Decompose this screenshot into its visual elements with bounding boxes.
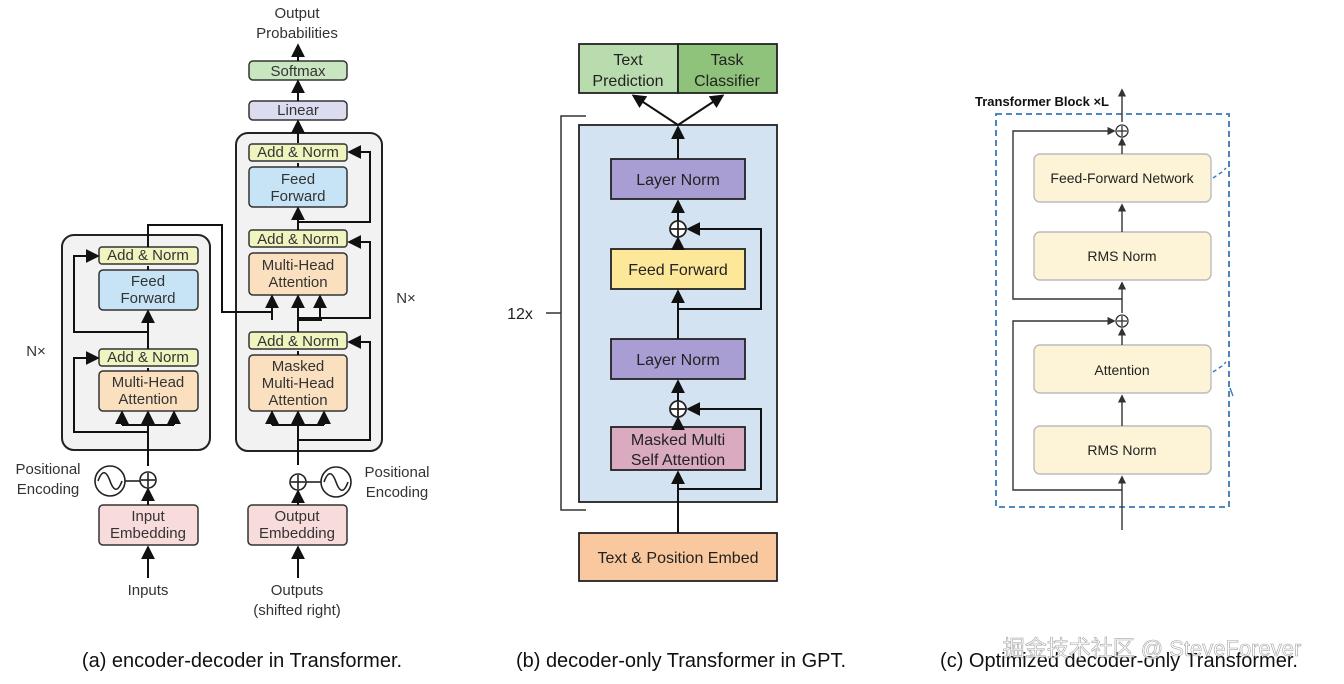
layer-norm-bot-box — [610, 338, 746, 380]
feed-forward-box — [610, 248, 746, 290]
inputs-label: Inputs — [128, 582, 169, 599]
dec-nx-label: N× — [396, 290, 416, 307]
rms-top-label: RMS Norm — [1087, 248, 1156, 264]
enc-feed-forward-label-1: Feed — [131, 273, 165, 290]
enc-add-norm-bot-label: Add & Norm — [107, 349, 189, 366]
panel-b: Text Prediction Task Classifier 12x Laye… — [507, 43, 846, 672]
rms-bot-label: RMS Norm — [1087, 442, 1156, 458]
pos-enc-left-2: Encoding — [17, 481, 80, 498]
feed-forward-label: Feed Forward — [628, 262, 728, 279]
pos-enc-left-1: Positional — [15, 461, 80, 478]
input-embedding-label-1: Input — [131, 508, 165, 525]
pos-enc-right-2: Encoding — [366, 484, 429, 501]
repeat-label: 12x — [507, 306, 533, 323]
text-prediction-label-2: Prediction — [592, 73, 663, 90]
enc-add-norm-top-label: Add & Norm — [107, 247, 189, 264]
enc-mha-label-2: Attention — [118, 391, 177, 408]
embed-label: Text & Position Embed — [598, 550, 759, 567]
caption-c: (c) Optimized decoder-only Transformer. — [940, 650, 1298, 672]
input-embedding-label-2: Embedding — [110, 525, 186, 542]
dec-feed-forward-label-2: Forward — [270, 188, 325, 205]
panel-a: Output Probabilities Softmax Linear Add … — [15, 5, 429, 672]
dec-add-norm-top-label: Add & Norm — [257, 144, 339, 161]
enc-mha-label-1: Multi-Head — [112, 374, 185, 391]
masked-attn-label-1: Masked Multi — [631, 432, 725, 449]
dec-add-norm-bot-label: Add & Norm — [257, 333, 339, 350]
ffn-label: Feed-Forward Network — [1050, 170, 1194, 186]
layer-norm-bot-label: Layer Norm — [636, 352, 720, 369]
enc-nx-label: N× — [26, 343, 46, 360]
panel-c: Transformer Block ×L Feed-Forward Networ… — [940, 88, 1302, 672]
masked-self-attention-box — [610, 426, 746, 471]
linear-label: Linear — [277, 102, 319, 119]
encoder-stack — [61, 234, 211, 451]
pos-enc-right-1: Positional — [364, 464, 429, 481]
output-embedding-label-1: Output — [274, 508, 320, 525]
layer-norm-top-label: Layer Norm — [636, 172, 720, 189]
transformer-block-title: Transformer Block ×L — [975, 94, 1109, 109]
outputs-label-1: Outputs — [271, 582, 324, 599]
caption-b: (b) decoder-only Transformer in GPT. — [516, 650, 846, 672]
task-classifier-label-2: Classifier — [694, 73, 760, 90]
softmax-label: Softmax — [270, 63, 326, 80]
dec-mha-label-2: Attention — [268, 274, 327, 291]
enc-feed-forward-label-2: Forward — [120, 290, 175, 307]
dec-mha-label-1: Multi-Head — [262, 257, 335, 274]
task-classifier-box — [677, 43, 778, 94]
text-prediction-box — [578, 43, 679, 94]
dec-masked-label-1: Masked — [272, 358, 325, 375]
dec-masked-label-3: Attention — [268, 392, 327, 409]
masked-attn-label-2: Self Attention — [631, 452, 725, 469]
dec-feed-forward-label-1: Feed — [281, 171, 315, 188]
output-probabilities-label-2: Probabilities — [256, 25, 338, 42]
dec-add-norm-top-box — [248, 143, 348, 162]
watermark: 掘金技术社区 @ SteveForever — [1003, 636, 1302, 661]
caption-a: (a) encoder-decoder in Transformer. — [82, 650, 402, 672]
outputs-label-2: (shifted right) — [253, 602, 341, 619]
output-embedding-label-2: Embedding — [259, 525, 335, 542]
dec-masked-label-2: Multi-Head — [262, 375, 335, 392]
attention-label: Attention — [1094, 362, 1149, 378]
transformer-block-frame — [995, 113, 1230, 508]
output-probabilities-label-1: Output — [274, 5, 320, 22]
dec-add-norm-mid-label: Add & Norm — [257, 231, 339, 248]
text-position-embed-box — [578, 532, 778, 582]
text-prediction-label-1: Text — [613, 52, 643, 69]
task-classifier-label-1: Task — [711, 52, 745, 69]
